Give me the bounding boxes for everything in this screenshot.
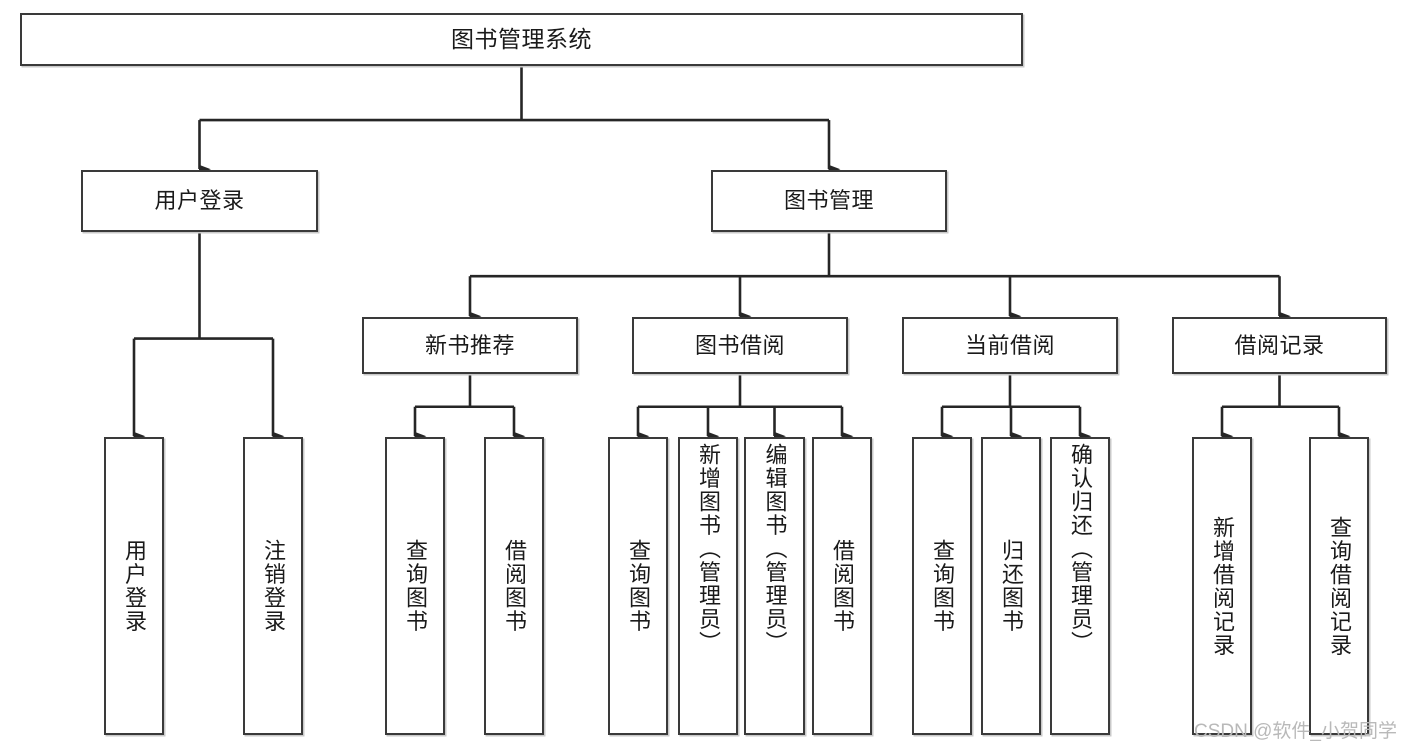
node-leaf-add-record[interactable]: 新增借阅记录	[1192, 437, 1252, 735]
node-label: 借阅图书	[830, 539, 855, 633]
node-label: 借阅记录	[1234, 332, 1325, 358]
node-leaf-query-book-1[interactable]: 查询图书	[385, 437, 445, 735]
node-leaf-borrow-book-1[interactable]: 借阅图书	[484, 437, 544, 735]
node-label: 新增图书（管理员）	[696, 443, 721, 655]
node-user-login[interactable]: 用户登录	[81, 170, 318, 232]
node-label: 用户登录	[122, 539, 147, 633]
node-leaf-query-book-3[interactable]: 查询图书	[912, 437, 972, 735]
node-label: 当前借阅	[964, 332, 1055, 358]
node-leaf-query-book-2[interactable]: 查询图书	[608, 437, 668, 735]
node-root[interactable]: 图书管理系统	[20, 13, 1023, 66]
node-leaf-user-logout[interactable]: 注销登录	[243, 437, 303, 735]
node-label: 新增借阅记录	[1210, 515, 1235, 657]
node-label: 查询图书	[930, 539, 955, 633]
node-book-borrow[interactable]: 图书借阅	[632, 317, 848, 374]
node-label: 新书推荐	[424, 332, 515, 358]
node-label: 注销登录	[261, 539, 286, 633]
node-label: 图书管理系统	[451, 25, 592, 52]
node-borrow-record[interactable]: 借阅记录	[1172, 317, 1387, 374]
node-leaf-return-book[interactable]: 归还图书	[981, 437, 1041, 735]
node-leaf-borrow-book-2[interactable]: 借阅图书	[812, 437, 872, 735]
node-label: 图书管理	[783, 188, 874, 214]
node-label: 编辑图书（管理员）	[762, 443, 788, 655]
node-leaf-add-book[interactable]: 新增图书（管理员）	[678, 437, 738, 735]
node-leaf-confirm-return[interactable]: 确认归还（管理员）	[1050, 437, 1110, 735]
node-label: 归还图书	[999, 539, 1024, 633]
node-label: 确认归还（管理员）	[1068, 443, 1093, 655]
node-current-borrow[interactable]: 当前借阅	[902, 317, 1118, 374]
node-label: 借阅图书	[502, 539, 527, 633]
node-label: 图书借阅	[694, 332, 785, 358]
node-label: 查询图书	[403, 539, 428, 633]
node-label: 查询图书	[626, 539, 651, 633]
node-label: 查询借阅记录	[1327, 515, 1352, 657]
node-book-management[interactable]: 图书管理	[711, 170, 947, 232]
node-leaf-edit-book[interactable]: 编辑图书（管理员）	[744, 437, 805, 735]
node-new-book-recommend[interactable]: 新书推荐	[362, 317, 578, 374]
node-leaf-user-login[interactable]: 用户登录	[104, 437, 164, 735]
node-label: 用户登录	[154, 188, 245, 214]
node-leaf-query-record[interactable]: 查询借阅记录	[1309, 437, 1369, 735]
